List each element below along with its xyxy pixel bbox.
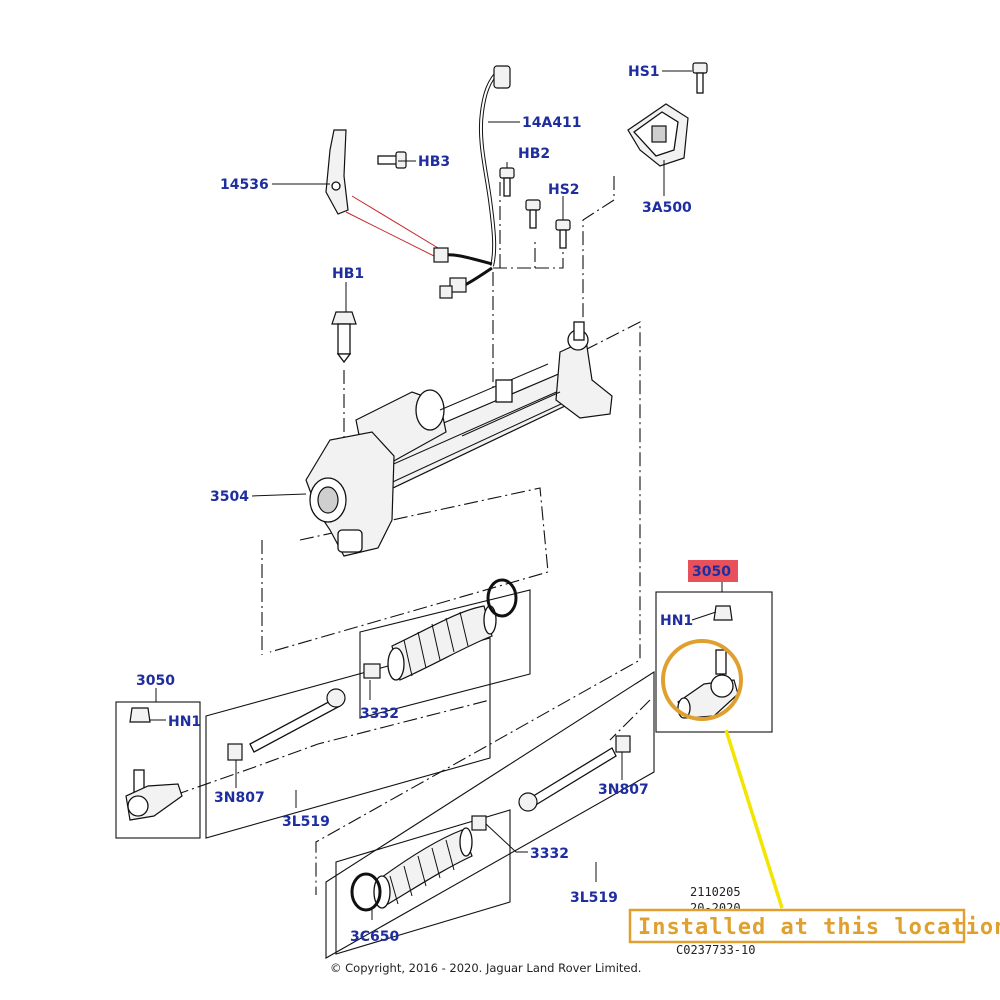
bracket-3a500-icon [627,103,689,167]
label-3332-lower: 3332 [530,846,569,862]
boot-3332-lower-icon [350,815,487,912]
label-3504: 3504 [210,489,249,505]
label-hs1: HS1 [628,64,660,80]
callout-arrow [724,729,784,909]
installation-highlight [661,639,784,909]
grouping-boxes [115,589,773,959]
label-3a500: 3A500 [642,200,692,216]
label-3c650: 3C650 [350,929,399,945]
leader-lines [150,70,723,920]
callout-box: Installed at this location [628,908,1000,944]
label-hn1-left: HN1 [168,714,201,730]
wiring-harness-14a411-icon [433,65,511,299]
label-3n807-right: 3N807 [598,782,649,798]
inner-tie-rod-3l519-upper-icon [227,688,346,761]
inner-tie-rod-3l519-lower-icon [518,735,631,812]
callout-frame [628,908,966,944]
ref-line-3: C0237733-10 [676,943,755,957]
inner-tie-rod-box-upper [205,637,491,839]
label-hb2: HB2 [518,146,550,162]
part-labels: HS1 14A411 HB3 HB2 14536 HS2 3A500 HB1 3… [136,64,738,945]
label-14a411: 14A411 [522,115,582,131]
label-hs2: HS2 [548,182,580,198]
label-3332-upper: 3332 [360,706,399,722]
label-14536: 14536 [220,177,269,193]
label-hb1: HB1 [332,266,364,282]
ref-line-1: 2110205 [690,885,741,899]
label-3l519-upper: 3L519 [282,814,330,830]
tie-rod-end-box-right [655,591,773,733]
highlight-3050-right [688,560,738,582]
red-guide-lines [345,195,449,263]
bolt-hb2-icon [499,167,515,197]
bolt-hs2b-icon [555,219,571,249]
label-hn1-right: HN1 [660,613,693,629]
label-3050-right: 3050 [692,564,731,580]
label-3n807-left: 3N807 [214,790,265,806]
boot-box-upper [359,589,531,719]
assembly-dashed-lines [174,176,651,895]
bracket-14536-icon [325,129,349,215]
highlight-circle [661,639,743,721]
callout-text: Installed at this location [638,915,1000,940]
steering-rack-3504-icon [305,321,613,557]
inner-tie-rod-box-lower [325,670,655,959]
tie-rod-end-3050-left-icon [125,707,183,821]
label-3050-left: 3050 [136,673,175,689]
bolt-hb3-icon [377,151,407,169]
boot-box-lower [335,809,511,955]
tie-rod-end-box-left [115,701,201,839]
copyright-text: © Copyright, 2016 - 2020. Jaguar Land Ro… [330,961,641,975]
bolt-hs2-icon [525,199,541,229]
bolt-hs1-icon [692,62,708,94]
label-hb3: HB3 [418,154,450,170]
bolt-hb1-icon [331,311,357,364]
label-3l519-lower: 3L519 [570,890,618,906]
boot-3332-upper-icon [363,578,518,681]
